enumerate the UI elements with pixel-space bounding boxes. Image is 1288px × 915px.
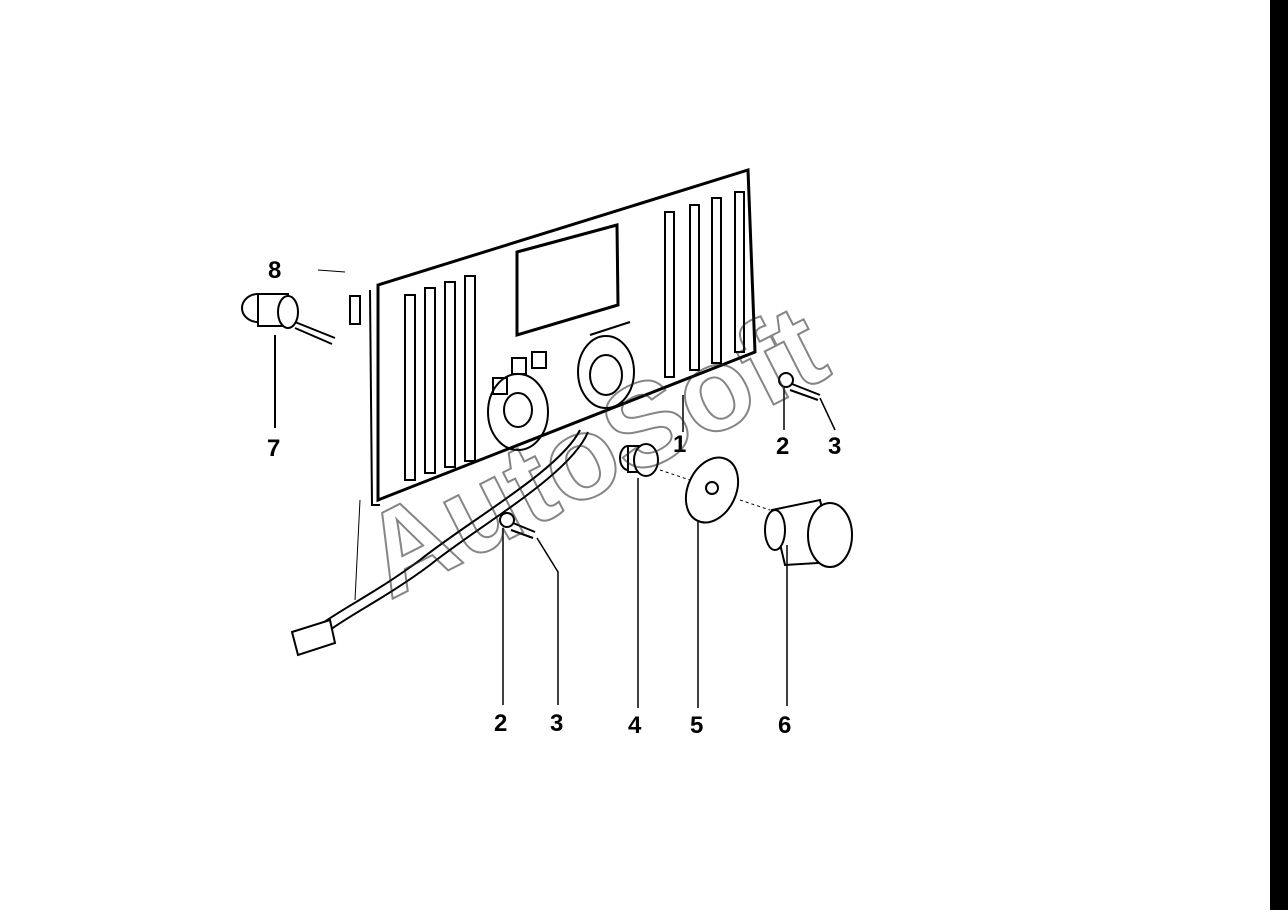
screw-part-2-3-lower (499, 512, 559, 705)
callout-5: 5 (690, 712, 703, 739)
callout-4: 4 (628, 712, 642, 739)
callout-6: 6 (778, 712, 791, 739)
switch-part-7 (241, 293, 336, 428)
right-edge-bar (1270, 0, 1288, 910)
callout-1: 1 (673, 431, 686, 458)
callout-3-upper: 3 (828, 433, 841, 460)
clip-part-8 (317, 269, 361, 325)
callout-7: 7 (267, 435, 280, 462)
control-panel (369, 167, 757, 506)
knob-part-6 (739, 498, 853, 706)
spindle-part-4 (619, 443, 659, 708)
callout-3-lower: 3 (550, 710, 563, 737)
wiring-harness (290, 429, 589, 657)
callout-8: 8 (268, 257, 281, 284)
disc-part-5 (659, 456, 740, 708)
callout-2-upper: 2 (776, 433, 789, 460)
screw-part-2-3-upper (778, 372, 836, 431)
callout-2-lower: 2 (494, 710, 507, 737)
